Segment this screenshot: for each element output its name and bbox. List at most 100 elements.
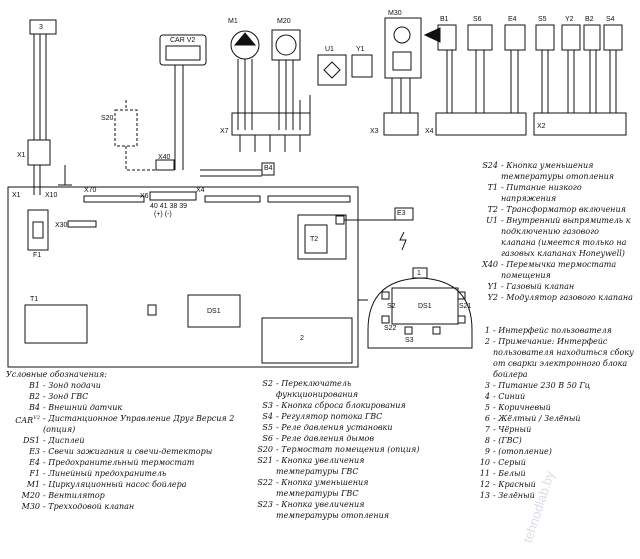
legend-key-text: 6 <box>484 414 490 423</box>
legend-desc: - Зонд подачи <box>43 381 101 390</box>
m20-label: M20 <box>277 18 291 25</box>
legend-desc: - Кнопка сброса блокирования <box>276 401 406 410</box>
legend-desc: - Зонд ГВС <box>43 392 89 401</box>
s4-label: S4 <box>606 16 615 23</box>
ds1-board-label: DS1 <box>207 308 221 315</box>
legend-desc: - Внутренний выпрямитель к подключению г… <box>501 216 631 258</box>
legend-entry: S21- Кнопка увеличения температуры ГВС <box>247 455 425 477</box>
legend-key-text: B2 <box>29 392 40 401</box>
x2-connector <box>533 112 627 136</box>
x4b-label: X4 <box>196 187 205 194</box>
legend-key-text: 10 <box>479 458 490 467</box>
legend-key-text: 3 <box>484 381 490 390</box>
legend-key: DS1 <box>6 435 43 446</box>
legend-entry: B2- Зонд ГВС <box>6 391 241 402</box>
legend-key-text: S24 <box>482 161 498 170</box>
legend-key: Y2 <box>472 292 501 303</box>
e4-label: E4 <box>508 16 517 23</box>
legend-desc: - (ГВС) <box>493 436 522 445</box>
legend-key: S21 <box>247 455 276 477</box>
legend-key: E3 <box>6 446 43 457</box>
legend-key-text: U1 <box>486 216 498 225</box>
legend-key: T2 <box>472 204 501 215</box>
s3-label: S3 <box>405 337 414 344</box>
legend-key-text: S3 <box>262 401 273 410</box>
legend-key: 7 <box>472 424 493 435</box>
legend-entry: 5- Коричневый <box>472 402 638 413</box>
legend-desc: - Циркуляционный насос бойлера <box>43 480 187 489</box>
legend-key-text: S2 <box>262 379 273 388</box>
legend-key-text: B1 <box>29 381 40 390</box>
u1-rectifier <box>317 54 347 86</box>
legend-key-text: M20 <box>21 491 40 500</box>
legend-key-text: 4 <box>484 392 490 401</box>
legend-key: 13 <box>472 490 493 501</box>
legend-key: S22 <box>247 477 276 499</box>
legend-key: S20 <box>247 444 276 455</box>
e3-label: E3 <box>397 210 406 217</box>
legend-desc: - Белый <box>493 469 526 478</box>
ds1-board <box>187 294 241 328</box>
legend-desc: - Реле давления дымов <box>276 434 375 443</box>
legend-desc: - Термостат помещения (опция) <box>276 445 420 454</box>
legend-entry: S22- Кнопка уменьшения температуры ГВС <box>247 477 425 499</box>
t1-transformer <box>24 304 88 344</box>
m1-label: M1 <box>228 18 238 25</box>
legend-key: S6 <box>247 433 276 444</box>
legend-entry: S6- Реле давления дымов <box>247 433 425 444</box>
legend-key: CARV2 <box>6 413 43 435</box>
s5-switch <box>535 24 555 51</box>
s20-label: S20 <box>101 115 114 122</box>
legend-desc: - Кнопка увеличения температуры отоплени… <box>276 500 390 520</box>
legend-key-text: X40 <box>482 260 498 269</box>
legend-key: 8 <box>472 435 493 446</box>
legend-key-text: 11 <box>479 469 490 478</box>
legend-key-text: 1 <box>484 326 490 335</box>
legend-desc: - Линейный предохранитель <box>43 469 167 478</box>
legend-desc: - Предохранительный термостат <box>43 458 195 467</box>
legend-key-text: S5 <box>262 423 273 432</box>
legend-key: 4 <box>472 391 493 402</box>
m30-valve-box <box>384 17 422 79</box>
legend-desc: - Свечи зажигания и свечи-детекторы <box>43 447 213 456</box>
legend-entry: S4- Регулятор потока ГВС <box>247 411 425 422</box>
legend-key: B2 <box>6 391 43 402</box>
legend-entry: 6- Жёлтый / Зелёный <box>472 413 638 424</box>
legend-desc: - Чёрный <box>493 425 532 434</box>
legend-desc: - Питание низкого напряжения <box>501 183 582 203</box>
legend-key-text: Y2 <box>487 293 498 302</box>
legend-key-text: S21 <box>257 456 273 465</box>
x2-label: X2 <box>537 123 546 130</box>
s20-box <box>114 109 138 147</box>
legend-key-text: 5 <box>484 403 490 412</box>
legend-key: S24 <box>472 160 501 182</box>
legend-key-text: 12 <box>479 480 490 489</box>
f1-label: F1 <box>33 252 42 259</box>
s6-label: S6 <box>473 16 482 23</box>
legend-entry: E4- Предохранительный термостат <box>6 457 241 468</box>
legend-entry: S3- Кнопка сброса блокирования <box>247 400 425 411</box>
legend-key-text: S6 <box>262 434 273 443</box>
t2-box <box>297 214 347 260</box>
legend-desc: - Кнопка увеличения температуры ГВС <box>276 456 365 476</box>
legend-key-text: CAR <box>15 415 34 425</box>
x40-label: X40 <box>158 154 171 161</box>
legend-desc: - Дистанционное Управление Друг Версия 2… <box>43 414 235 434</box>
legend-desc: - Перемычка термостата помещения <box>501 260 617 280</box>
y1-valve <box>351 54 373 78</box>
legend-desc: - Регулятор потока ГВС <box>276 412 383 421</box>
legend-right: S24- Кнопка уменьшения температуры отопл… <box>472 160 638 303</box>
ui-panel-number: 1 <box>417 270 421 277</box>
legend-entry: 8- (ГВС) <box>472 435 638 446</box>
t2-label: T2 <box>310 236 319 243</box>
legend-key-text: T1 <box>487 183 498 192</box>
s21-label: S21 <box>459 303 472 310</box>
b2-probe <box>583 24 601 51</box>
legend-key: S5 <box>247 422 276 433</box>
e3-electrode <box>394 207 414 221</box>
legend-key-text: E4 <box>29 458 40 467</box>
legend-entry: S2- Переключатель функционирования <box>247 378 425 400</box>
legend-key-text: T2 <box>487 205 498 214</box>
legend-key-text: S20 <box>257 445 273 454</box>
